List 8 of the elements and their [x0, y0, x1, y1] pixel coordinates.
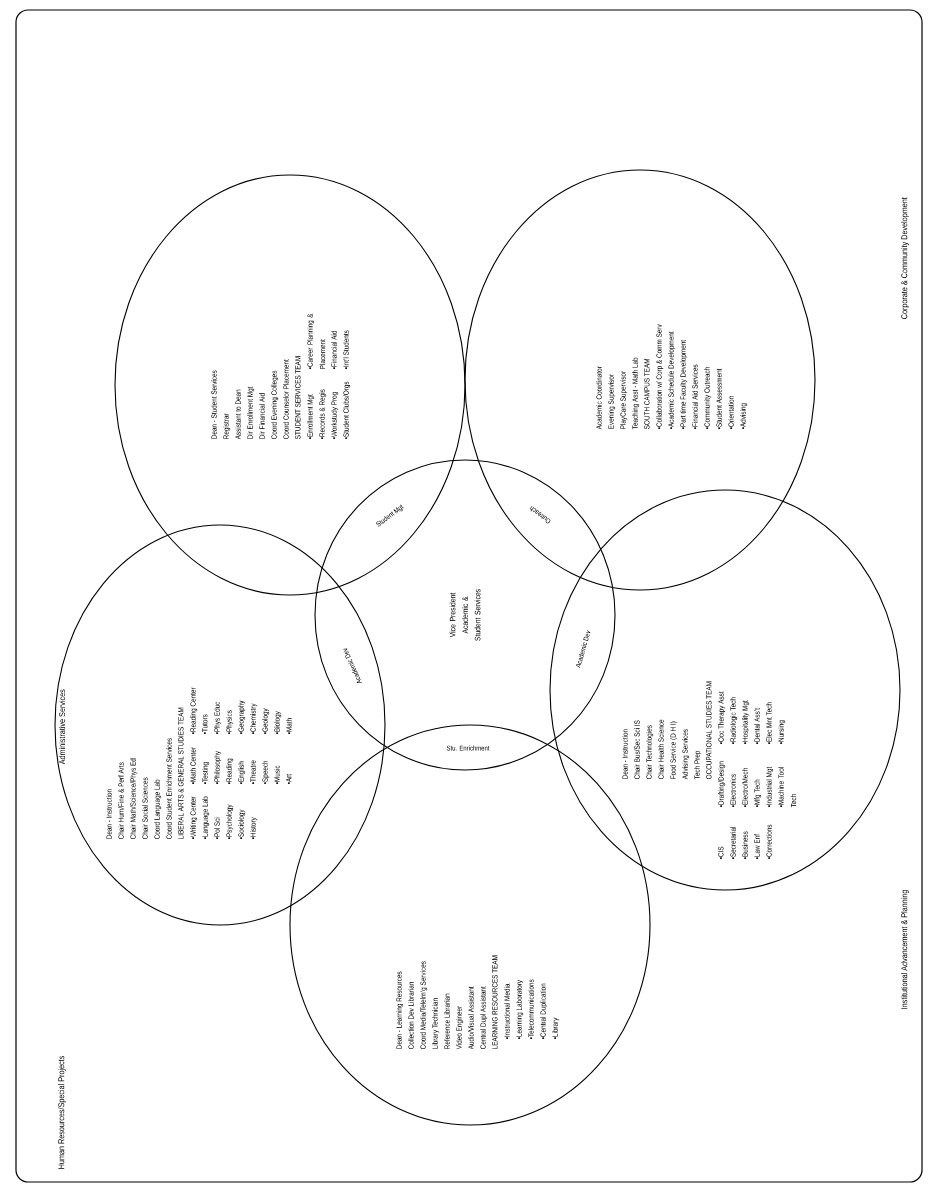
corner-label: Administrative Services	[58, 689, 66, 765]
corner-label: Human Resources/Special Projects	[58, 1055, 66, 1169]
corner-label: Corporate & Community Development	[901, 197, 909, 319]
venn-circle	[314, 459, 616, 771]
venn-circle	[549, 489, 901, 891]
corner-label: Institutional Advancement & Planning	[901, 890, 909, 1009]
venn-circle	[464, 169, 816, 591]
title-text: Vice President Academic & Student Services	[449, 589, 481, 641]
